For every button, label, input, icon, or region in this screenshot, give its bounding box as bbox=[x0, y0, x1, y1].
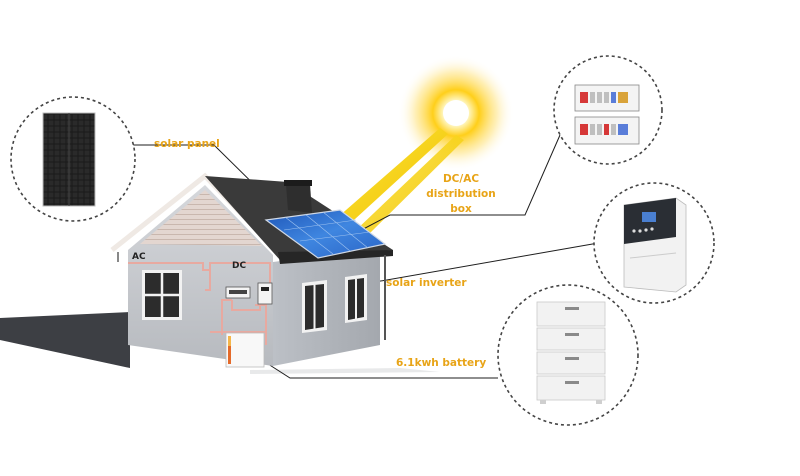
label-dc: DC bbox=[232, 261, 247, 271]
chimney bbox=[286, 184, 312, 213]
house bbox=[110, 172, 393, 368]
solar-panel-icon bbox=[42, 112, 96, 207]
gable-siding bbox=[140, 190, 262, 246]
side-window-left bbox=[302, 280, 327, 333]
label-solar-inverter: solar inverter bbox=[386, 277, 467, 289]
solar-panel-callout bbox=[10, 96, 136, 222]
distribution-box-callout bbox=[553, 55, 663, 165]
wall-inverter bbox=[257, 282, 273, 305]
wall-battery bbox=[225, 332, 265, 368]
label-ac: AC bbox=[132, 252, 146, 262]
label-distribution-line2: distribution bbox=[426, 188, 496, 200]
roof-edge bbox=[278, 250, 393, 264]
front-window bbox=[142, 270, 182, 320]
chimney-cap bbox=[284, 180, 312, 186]
roof-solar-panel bbox=[264, 209, 387, 259]
sun-ray bbox=[355, 135, 464, 236]
label-distribution-line3: box bbox=[450, 203, 472, 215]
inverter-callout bbox=[593, 182, 715, 304]
sun-ray bbox=[330, 128, 448, 230]
distribution-box-icon bbox=[574, 84, 640, 145]
inverter-icon bbox=[623, 197, 687, 293]
battery-stack-icon bbox=[536, 301, 606, 404]
side-window-right bbox=[345, 274, 367, 323]
ground-shadow bbox=[0, 312, 130, 368]
battery-callout bbox=[497, 284, 639, 426]
label-solar-panel: solar panel bbox=[154, 138, 220, 150]
label-distribution-line1: DC/AC bbox=[442, 173, 480, 185]
label-battery: 6.1kwh battery bbox=[396, 357, 487, 369]
wall-distribution-box bbox=[225, 286, 251, 299]
label-distribution-box: DC/AC distribution box bbox=[426, 172, 496, 217]
ground-shadow-right bbox=[250, 368, 440, 374]
